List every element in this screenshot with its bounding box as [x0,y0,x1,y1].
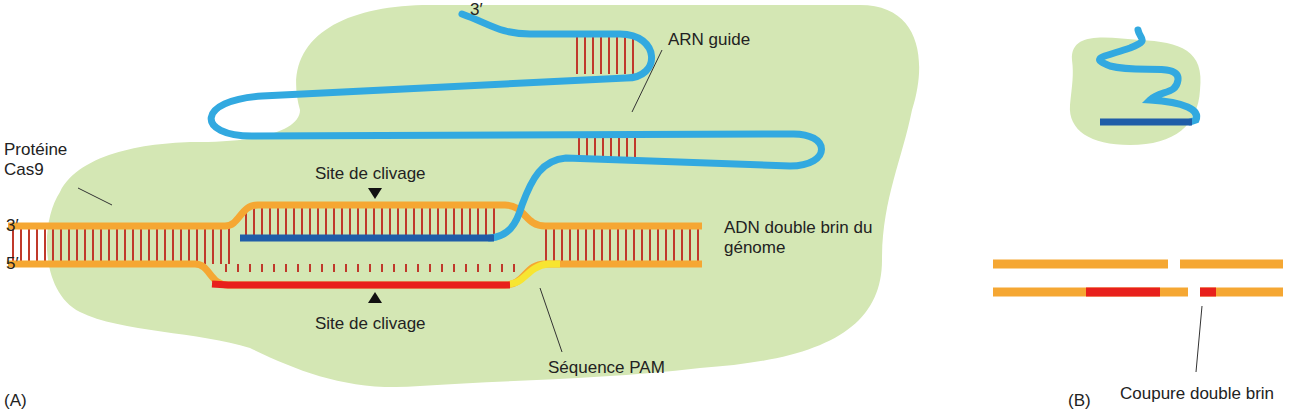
target-sequence [1086,288,1160,297]
dna-top-strand [1180,260,1283,269]
part-label: Coupure double brin [1120,384,1290,404]
part-label: ARN guide [668,30,788,50]
strand-end-label: 5′ [6,254,36,274]
cas9-protein [47,5,919,387]
rna-base-pairs [576,36,634,74]
cleavage-marker [368,292,382,303]
dna-base-pairs [12,226,232,264]
strand-end-label: 3′ [470,0,510,20]
rna-dna-pairs [245,207,500,237]
dna-top-strand [993,260,1168,269]
dna-bottom-strand [1200,288,1283,297]
cleavage-label: Site de clivage [315,314,455,334]
part-label: Séquence PAM [548,358,688,378]
target-sequence [1200,288,1216,297]
cleavage-label: Site de clivage [315,164,455,184]
rna-base-pairs [578,135,640,157]
leader-line [540,288,562,352]
leader-line [632,50,662,112]
guide-rna [1100,30,1197,122]
strand-end-label: 3′ [6,216,36,236]
part-label: Protéine Cas9 [4,140,84,180]
part-label: ADN double brin du génome [724,218,924,258]
cleavage-marker [368,188,382,199]
target-sequence [212,284,510,285]
dna-bottom-strand [8,264,702,285]
guide-rna-spacer [240,235,494,242]
bubble-stubs [225,264,520,272]
panel-letter: (A) [4,391,44,411]
panel-letter: (B) [1068,391,1108,411]
pam-sequence [510,264,560,284]
dna-top-strand [8,205,702,226]
leader-line [1196,306,1202,372]
guide-rna [211,14,821,238]
dna-base-pairs [545,226,700,264]
guide-rna-spacer [1100,119,1192,126]
dna-bottom-strand [993,288,1188,297]
leader-line [78,188,112,205]
cas9-protein [1070,38,1201,145]
